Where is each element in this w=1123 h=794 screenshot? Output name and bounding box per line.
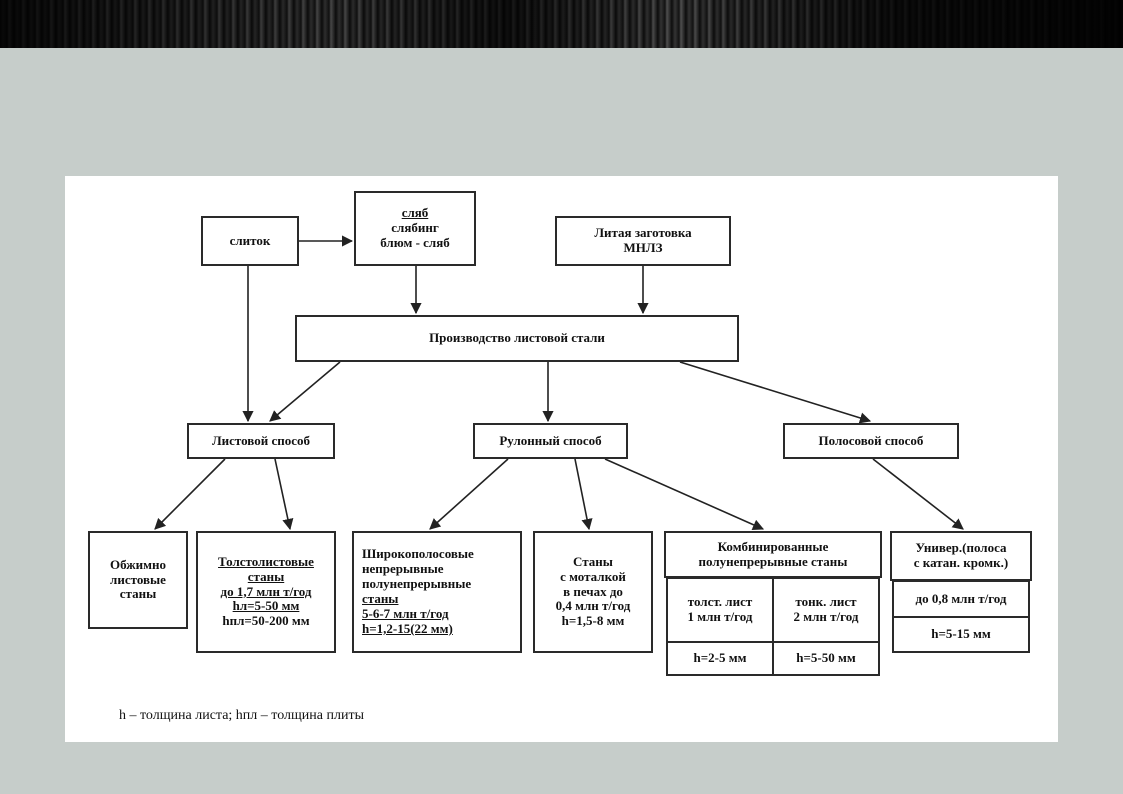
node-kombi-tolst-h: h=2-5 мм xyxy=(666,642,773,676)
node-listovoy-sposob: Листовой способ xyxy=(187,423,335,459)
arrow-listovoy-to-tolsto xyxy=(274,458,294,531)
connector-layer xyxy=(154,235,964,531)
node-kombi-tonk-list: тонк. лист 2 млн т/год xyxy=(773,578,880,642)
arrow-polosovoy-to-univer xyxy=(872,458,964,530)
arrow-production-to-polosovoy xyxy=(679,361,872,424)
node-kombi-tonk-h-text: h=5-50 мм xyxy=(796,650,856,666)
node-univer-title: Универ.(полоса с катан. кромк.) xyxy=(890,531,1032,581)
footnote: h – толщина листа; hпл – толщина плиты xyxy=(119,708,364,723)
node-shiroko-line-3: полунепрерывные xyxy=(362,576,472,592)
node-rulonny-text: Рулонный способ xyxy=(499,432,602,448)
node-univer-capacity: до 0,8 млн т/год xyxy=(892,581,1030,617)
node-univer-capacity-text: до 0,8 млн т/год xyxy=(915,590,1007,606)
node-slyab-line-3: блюм - сляб xyxy=(380,234,450,250)
node-kombi-tolst-h-text: h=2-5 мм xyxy=(693,650,747,666)
node-kombinirovannye-title: Комбинированные полунепрерывные станы xyxy=(664,531,882,578)
arrow-production-to-listovoy xyxy=(269,361,341,422)
node-moto-line-4: 0,4 млн т/год xyxy=(555,598,631,614)
node-shiroko-line-1: Широкополосовые xyxy=(362,546,474,562)
node-rulonny-sposob: Рулонный способ xyxy=(473,423,628,459)
node-tolstolistovye: Толстолистовые станы до 1,7 млн т/год hл… xyxy=(196,531,336,653)
node-polosovoy-text: Полосовой способ xyxy=(818,432,924,448)
node-tolsto-line-4: hл=5-50 мм xyxy=(232,598,300,614)
node-moto-line-1: Станы xyxy=(573,553,613,569)
node-shirokopolosovye: Широкополосовые непрерывные полунепрерыв… xyxy=(352,531,522,653)
node-kombi-tonk-h: h=5-50 мм xyxy=(773,642,880,676)
arrow-rulonny-to-shiroko xyxy=(429,458,509,530)
diagram-sheet: слиток сляб слябинг блюм - сляб Литая за… xyxy=(65,176,1058,742)
node-univer-h: h=5-15 мм xyxy=(892,617,1030,653)
node-production-text: Производство листовой стали xyxy=(429,330,605,346)
node-moto-line-2: с моталкой xyxy=(560,568,626,584)
node-kombi-tolst-line-2: 1 млн т/год xyxy=(687,609,753,624)
node-moto-line-5: h=1,5-8 мм xyxy=(561,613,625,629)
node-kombi-title-line-1: Комбинированные xyxy=(717,538,829,554)
node-litaya-zagotovka: Литая заготовка МНЛЗ xyxy=(555,216,731,266)
arrow-listovoy-to-obzhimno xyxy=(154,458,226,530)
node-tolsto-line-2: станы xyxy=(247,568,285,584)
arrow-rulonny-to-kombi xyxy=(604,458,765,531)
node-kombi-tolst-line-1: толст. лист xyxy=(687,594,753,610)
node-moto-line-3: в печах до xyxy=(563,583,623,599)
node-univer-title-line-1: Универ.(полоса xyxy=(915,540,1007,556)
node-kombi-title-line-2: полунепрерывные станы xyxy=(698,553,848,569)
node-production: Производство листовой стали xyxy=(295,315,739,362)
node-slitok-text: слиток xyxy=(229,232,271,248)
arrow-rulonny-to-moto xyxy=(574,458,593,531)
node-kombi-tonk-line-2: 2 млн т/год xyxy=(793,609,859,624)
node-litaya-line-2: МНЛЗ xyxy=(623,240,663,255)
node-shiroko-line-5: 5-6-7 млн т/год xyxy=(362,605,449,621)
node-tolsto-line-1: Толстолистовые xyxy=(218,553,314,569)
node-tolsto-line-3: до 1,7 млн т/год xyxy=(220,583,312,599)
node-tolsto-line-5: hпл=50-200 мм xyxy=(222,613,310,629)
node-kombi-tonk-line-1: тонк. лист xyxy=(795,594,857,610)
node-slyab-line-2: слябинг xyxy=(391,220,439,236)
node-obzhimno-line-1: Обжимно xyxy=(109,556,167,572)
node-shiroko-line-4: станы xyxy=(362,591,399,606)
node-univer-title-line-2: с катан. кромк.) xyxy=(913,555,1009,570)
node-stany-s-motalkoy: Станы с моталкой в печах до 0,4 млн т/го… xyxy=(533,531,653,653)
node-polosovoy-sposob: Полосовой способ xyxy=(783,423,959,459)
node-shiroko-line-2: непрерывные xyxy=(362,561,444,577)
node-shiroko-line-6: h=1,2-15(22 мм) xyxy=(362,620,453,636)
node-litaya-line-1: Литая заготовка xyxy=(594,225,692,241)
node-obzhimno-listovye: Обжимно листовые станы xyxy=(88,531,188,629)
node-obzhimno-line-3: станы xyxy=(119,586,157,602)
node-listovoy-text: Листовой способ xyxy=(211,432,311,448)
node-univer-h-text: h=5-15 мм xyxy=(931,626,991,642)
node-slyab-line-1: сляб xyxy=(401,205,429,221)
node-slyab: сляб слябинг блюм - сляб xyxy=(354,191,476,266)
node-slitok: слиток xyxy=(201,216,299,266)
node-kombi-tolst-list: толст. лист 1 млн т/год xyxy=(666,578,773,642)
decorative-top-band xyxy=(0,0,1123,48)
node-obzhimno-line-2: листовые xyxy=(110,571,166,587)
